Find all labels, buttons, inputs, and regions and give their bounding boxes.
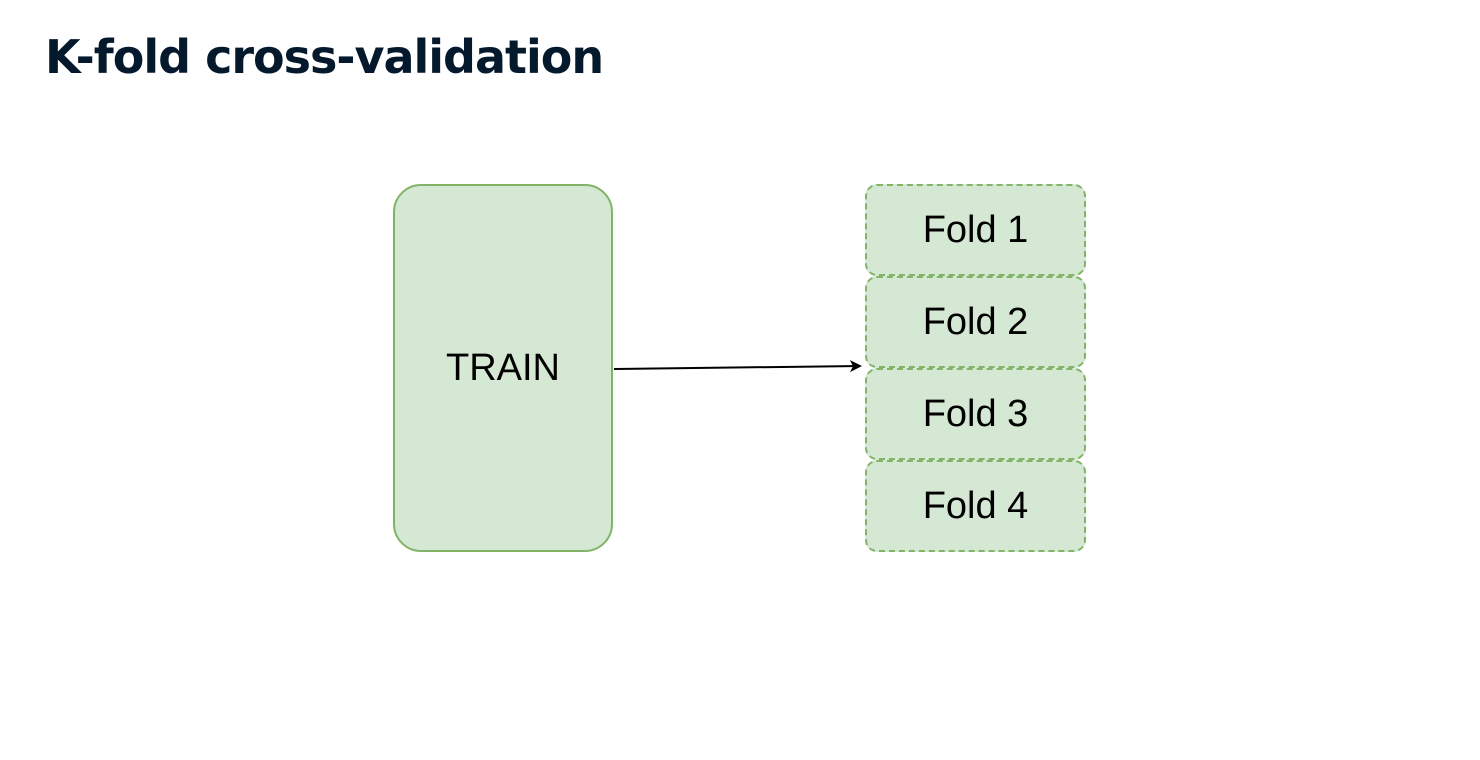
fold-1-label: Fold 1 [922, 208, 1029, 251]
fold-3-box: Fold 3 [865, 368, 1086, 460]
slide-title: K-fold cross-validation [45, 30, 604, 84]
fold-1-box: Fold 1 [865, 184, 1086, 276]
train-box: TRAIN [393, 184, 613, 552]
fold-4-label: Fold 4 [922, 484, 1029, 527]
fold-4-box: Fold 4 [865, 460, 1086, 552]
arrow-line [613, 360, 862, 373]
train-label: TRAIN [446, 346, 560, 389]
folds-stack: Fold 1 Fold 2 Fold 3 Fold 4 [865, 184, 1086, 552]
fold-2-box: Fold 2 [865, 276, 1086, 368]
fold-2-label: Fold 2 [922, 300, 1029, 343]
fold-3-label: Fold 3 [922, 392, 1029, 435]
